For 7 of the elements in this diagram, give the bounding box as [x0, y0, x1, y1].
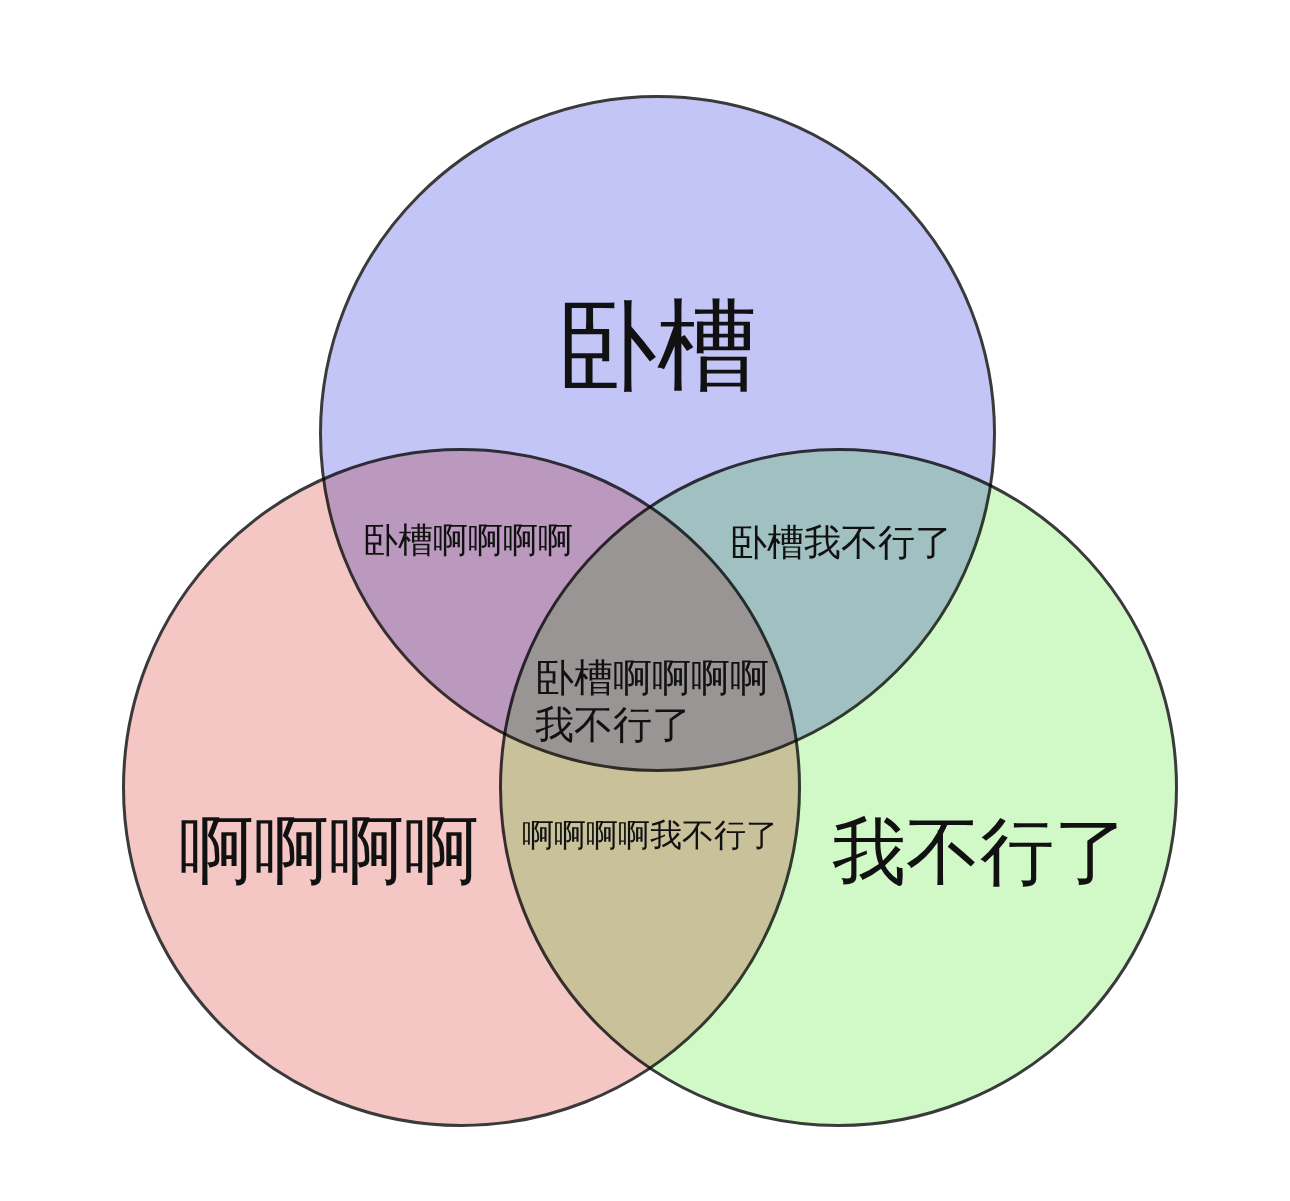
overlap-label: 卧槽我不行了	[730, 520, 952, 566]
set-label: 啊啊啊啊	[179, 806, 479, 894]
overlap-label: 卧槽啊啊啊啊	[363, 519, 573, 561]
set-label: 我不行了	[832, 809, 1128, 895]
overlap-label: 啊啊啊啊我不行了	[522, 815, 778, 855]
overlap-label: 卧槽啊啊啊啊我不行了	[535, 655, 770, 749]
set-label: 卧槽	[557, 287, 757, 403]
